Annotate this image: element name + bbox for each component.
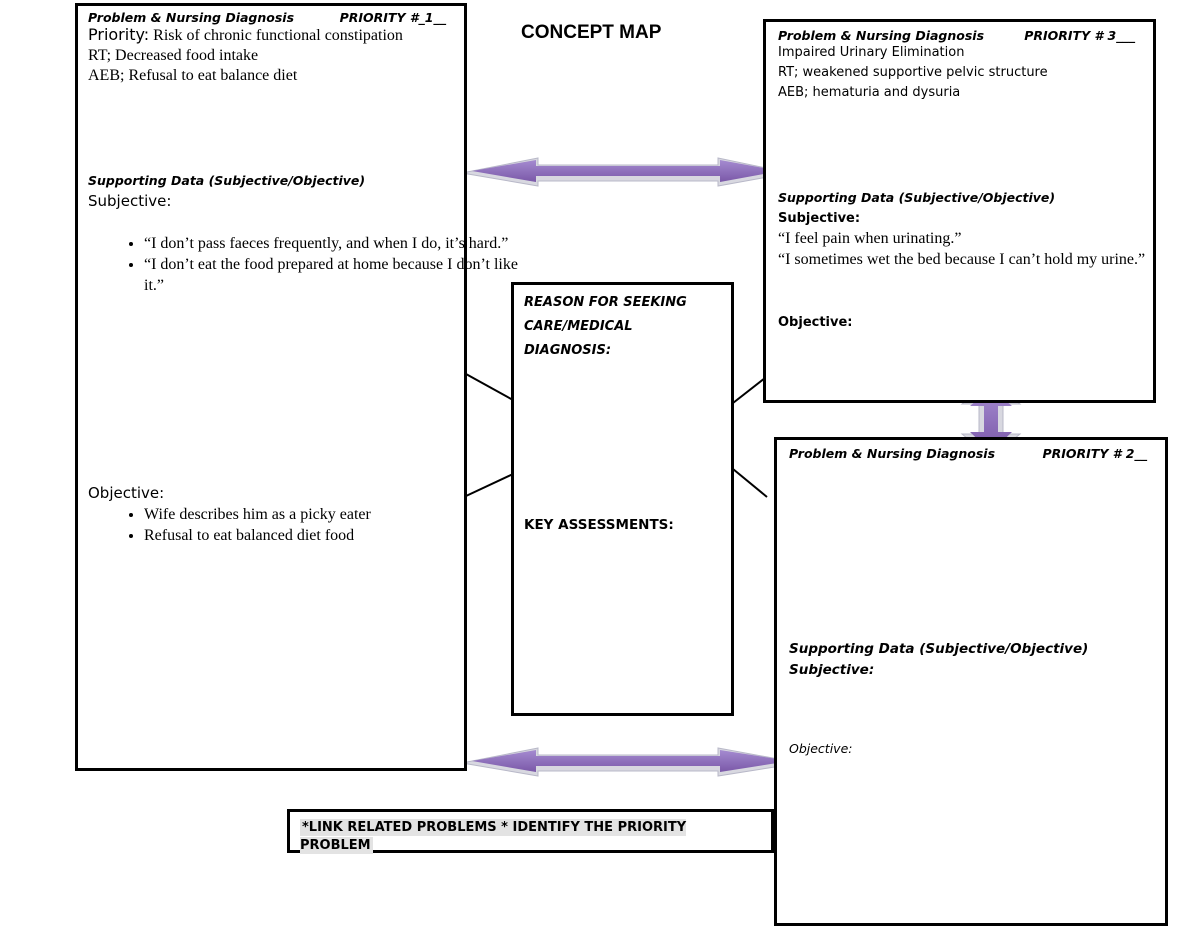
- list-item: “I don’t eat the food prepared at home b…: [144, 254, 524, 296]
- connector-line: [732, 468, 768, 498]
- priority-1-box: Problem & Nursing Diagnosis PRIORITY #_1…: [75, 3, 518, 771]
- box2-header: Problem & Nursing Diagnosis: [789, 446, 996, 461]
- list-item: Refusal to eat balanced diet food: [144, 525, 524, 546]
- box3-objective-label: Objective:: [778, 315, 853, 330]
- box3-rt: RT; weakened supportive pelvic structure: [778, 65, 1048, 80]
- connector-line: [465, 473, 514, 497]
- box1-priority-line: Priority: Risk of chronic functional con…: [88, 25, 454, 46]
- list-item: “I don’t pass faeces frequently, and whe…: [144, 233, 524, 254]
- reason-for-seeking-care: REASON FOR SEEKING CARE/MEDICAL DIAGNOSI…: [524, 295, 687, 358]
- box1-header: Problem & Nursing Diagnosis: [88, 10, 295, 25]
- center-diagnosis-box: REASON FOR SEEKING CARE/MEDICAL DIAGNOSI…: [511, 282, 734, 716]
- box1-supporting-data: Supporting Data (Subjective/Objective): [88, 173, 366, 188]
- box1-subjective-label: Subjective:: [88, 192, 172, 210]
- list-item: Wife describes him as a picky eater: [144, 504, 524, 525]
- box3-subjective-label: Subjective:: [778, 211, 861, 226]
- box1-rt: RT; Decreased food intake: [88, 47, 259, 64]
- box1-subjective-list: “I don’t pass faeces frequently, and whe…: [78, 233, 524, 296]
- box1-priority-number: PRIORITY #_1__: [339, 10, 446, 25]
- connector-line: [732, 377, 766, 404]
- box3-supporting-data: Supporting Data (Subjective/Objective): [778, 190, 1056, 205]
- priority-2-box: Problem & Nursing Diagnosis PRIORITY # 2…: [774, 437, 1168, 926]
- box3-diagnosis: Impaired Urinary Elimination: [778, 45, 965, 60]
- instruction-box: *LINK RELATED PROBLEMS * IDENTIFY THE PR…: [287, 809, 774, 854]
- box2-subjective-label: Subjective:: [789, 662, 875, 678]
- box1-aeb: AEB; Refusal to eat balance diet: [88, 67, 298, 84]
- box3-subjective-2: “I sometimes wet the bed because I can’t…: [778, 251, 1146, 268]
- box3-header: Problem & Nursing Diagnosis: [778, 28, 985, 43]
- box2-priority-number: PRIORITY # 2__: [1042, 446, 1147, 461]
- box3-aeb: AEB; hematuria and dysuria: [778, 85, 961, 100]
- box3-subjective-1: “I feel pain when urinating.”: [778, 230, 962, 247]
- double-arrow-bottom: [461, 747, 801, 777]
- box3-priority-number: PRIORITY # 3___: [1024, 28, 1135, 43]
- page-title: CONCEPT MAP: [521, 22, 662, 43]
- double-arrow-top: [461, 157, 791, 187]
- key-assessments: KEY ASSESSMENTS:: [524, 517, 674, 533]
- connector-line: [465, 373, 514, 401]
- priority-3-box: Problem & Nursing Diagnosis PRIORITY # 3…: [763, 19, 1156, 403]
- instruction-text: *LINK RELATED PROBLEMS * IDENTIFY THE PR…: [300, 819, 687, 854]
- box2-objective-label: Objective:: [789, 741, 853, 756]
- box2-supporting-data: Supporting Data (Subjective/Objective): [789, 641, 1089, 657]
- box1-objective-list: Wife describes him as a picky eater Refu…: [78, 504, 524, 546]
- box1-priority-label: Priority:: [88, 25, 150, 44]
- box1-priority-text: Risk of chronic functional constipation: [149, 27, 403, 44]
- box1-objective-label: Objective:: [88, 484, 165, 502]
